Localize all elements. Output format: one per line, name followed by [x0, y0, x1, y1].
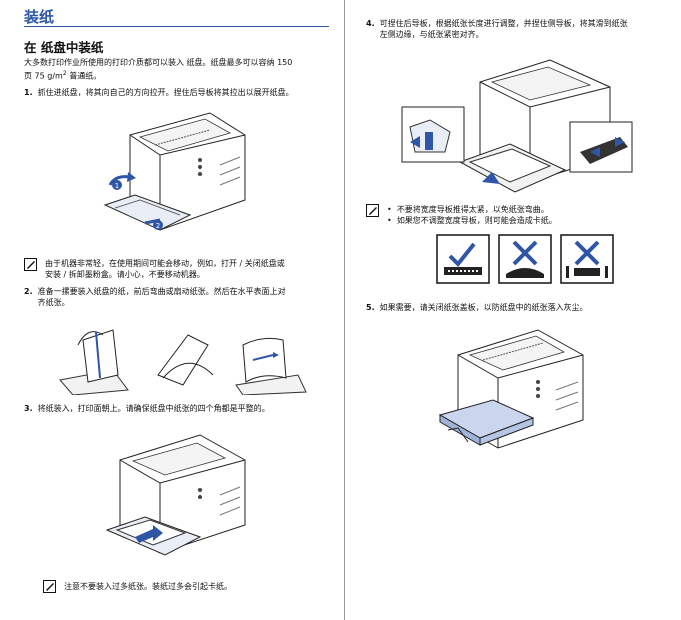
callout-2: 2 — [156, 222, 160, 230]
step-4-line-1: 可捏住后导板，根据纸张长度进行调整，并捏住侧导板，将其滑到纸张 — [379, 19, 628, 28]
step-1-number: 1. — [24, 88, 33, 97]
checkmark-icon — [448, 242, 476, 267]
step-4-number: 4. — [366, 19, 375, 28]
step-3-number: 3. — [24, 404, 33, 413]
step-3: 3. 将纸装入，打印面朝上。请确保纸盘中纸张的四个角都是平整的。 — [24, 403, 270, 414]
subsection-title: 在 纸盘中装纸 — [24, 40, 104, 55]
note-2: 注意不要装入过多纸张。装纸过多会引起卡纸。 — [43, 580, 232, 593]
step-2-line-2: 齐纸张。 — [37, 298, 70, 307]
step-4-line-2: 左侧边缘，与纸张紧密对齐。 — [379, 30, 484, 39]
step-2-number: 2. — [24, 287, 33, 296]
cross-icon — [574, 240, 600, 266]
intro-line-1: 大多数打印作业所使用的打印介质都可以装入 纸盘。纸盘最多可以容纳 150 — [24, 58, 293, 67]
adjust-guides-illustration — [401, 59, 633, 193]
note-pencil-icon — [43, 580, 56, 593]
note-3-bullet-2: • 如果您不调整宽度导板，则可能会造成卡纸。 — [387, 216, 557, 225]
too-tight-box — [498, 234, 552, 284]
step-1-text: 抓住进纸盘，将其向自己的方向拉开。捏住后导板将其拉出以展开纸盘。 — [37, 88, 294, 97]
note-2-text: 注意不要装入过多纸张。装纸过多会引起卡纸。 — [64, 582, 232, 591]
title-rule — [24, 26, 329, 27]
guide-fit-examples — [436, 234, 614, 284]
note-1-line-2: 安装 / 拆卸墨粉盒。请小心，不要移动机器。 — [45, 270, 205, 279]
step-5-text: 如果需要，请关闭纸张盖板，以防纸盘中的纸张落入灰尘。 — [379, 303, 588, 312]
note-1-line-1: 由于机器非常轻，在使用期间可能会移动，例如，打开 / 关闭纸盘或 — [45, 259, 285, 268]
note-3: • 不要将宽度导板推得太紧，以免纸张弯曲。 • 如果您不调整宽度导板，则可能会造… — [366, 204, 557, 226]
intro-line-2: 页 75 g/m2 普通纸。 — [24, 70, 102, 81]
step-1: 1. 抓住进纸盘，将其向自己的方向拉开。捏住后导板将其拉出以展开纸盘。 — [24, 87, 294, 98]
column-divider — [344, 0, 345, 620]
note-1: 由于机器非常轻，在使用期间可能会移动，例如，打开 / 关闭纸盘或 安装 / 拆卸… — [24, 258, 285, 280]
loading-paper-illustration — [105, 434, 246, 556]
step-2-line-1: 准备一摞要装入纸盘的纸，前后弯曲或扇动纸张。然后在水平表面上对 — [37, 287, 286, 296]
paper-cover-closed-illustration — [438, 329, 584, 449]
intro-paragraph: 大多数打印作业所使用的打印介质都可以装入 纸盘。纸盘最多可以容纳 150 页 7… — [24, 57, 334, 82]
note-pencil-icon — [366, 204, 379, 217]
paper-fanning-illustration — [59, 329, 307, 395]
too-loose-box — [560, 234, 614, 284]
callout-1: 1 — [115, 182, 119, 190]
cross-icon — [512, 240, 538, 266]
section-title: 装纸 — [24, 8, 55, 26]
correct-fit-box — [436, 234, 490, 284]
step-2: 2. 准备一摞要装入纸盘的纸，前后弯曲或扇动纸张。然后在水平表面上对 齐纸张。 — [24, 286, 286, 308]
step-5: 5. 如果需要，请关闭纸张盖板，以防纸盘中的纸张落入灰尘。 — [366, 302, 588, 313]
note-3-bullet-1: • 不要将宽度导板推得太紧，以免纸张弯曲。 — [387, 205, 549, 214]
printer-open-tray-illustration: 1 2 — [103, 112, 246, 231]
note-pencil-icon — [24, 258, 37, 271]
step-5-number: 5. — [366, 303, 375, 312]
step-4: 4. 可捏住后导板，根据纸张长度进行调整，并捏住侧导板，将其滑到纸张 左侧边缘，… — [366, 18, 628, 40]
step-3-text: 将纸装入，打印面朝上。请确保纸盘中纸张的四个角都是平整的。 — [37, 404, 270, 413]
